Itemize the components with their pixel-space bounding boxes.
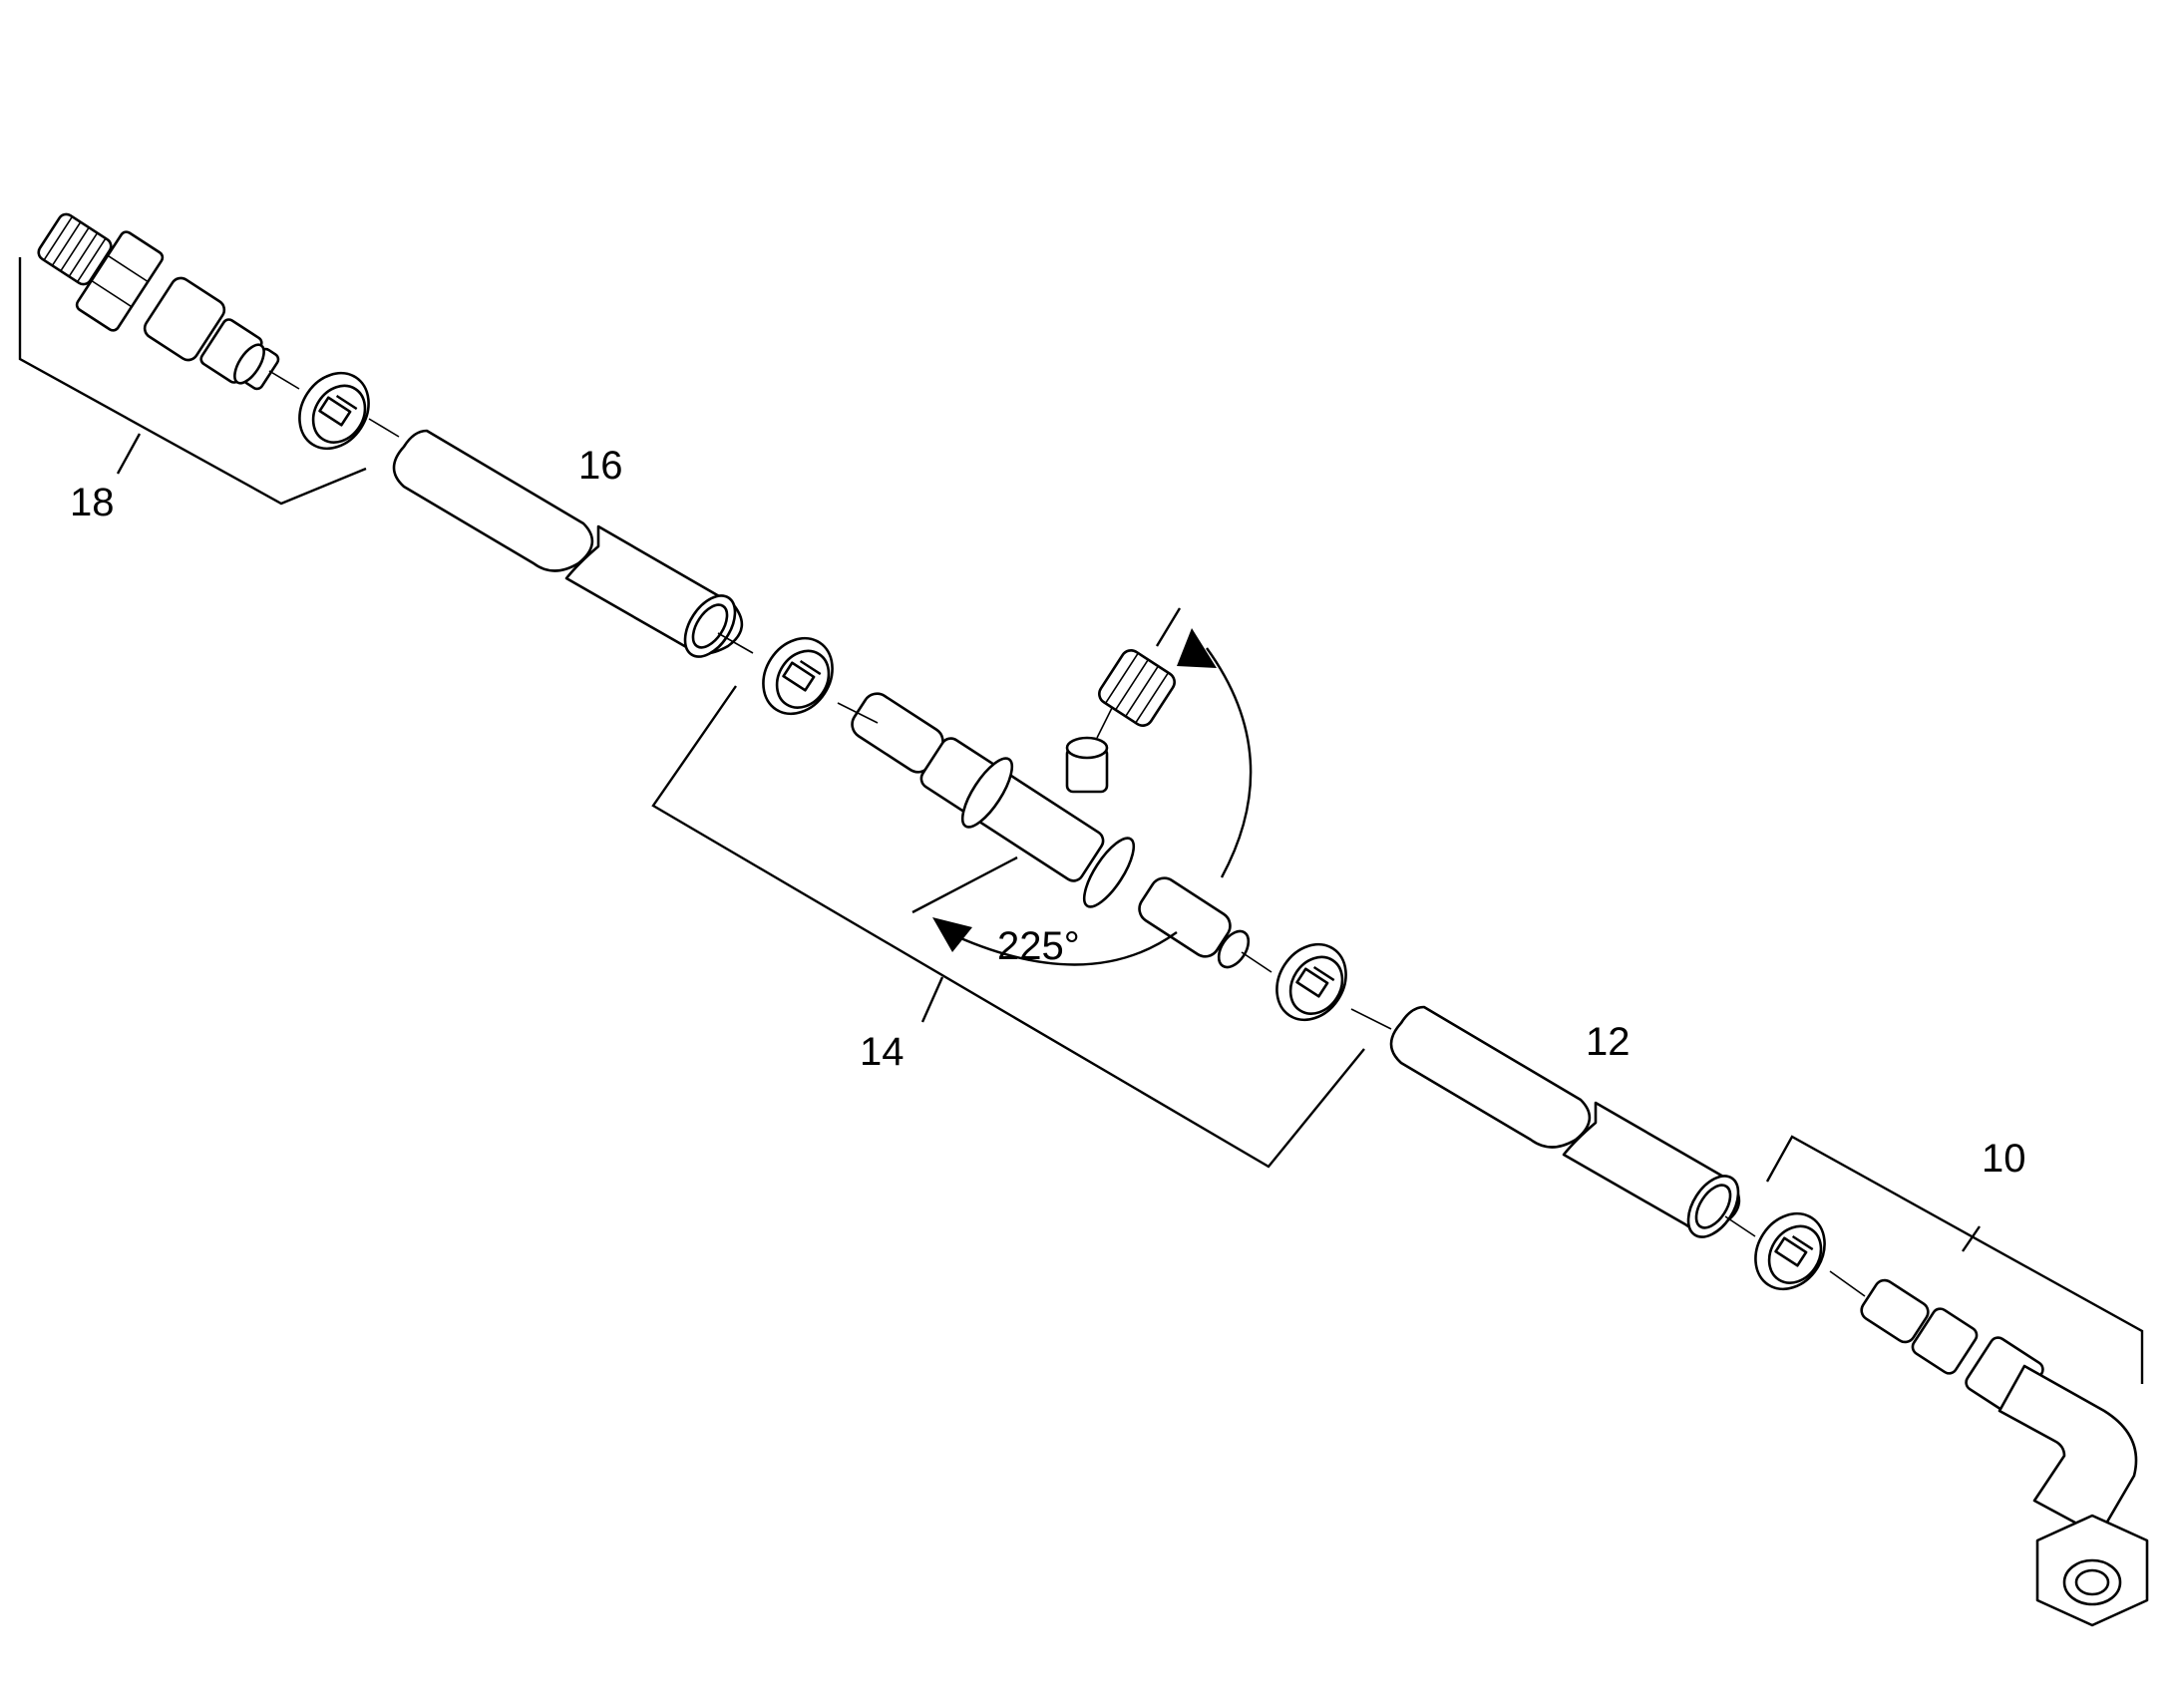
callout-18: 18 — [70, 481, 115, 524]
angle-label: 225° — [997, 924, 1080, 968]
centre-line — [268, 370, 1866, 1297]
callout-12: 12 — [1586, 1020, 1631, 1064]
part-18-threaded-fitting — [37, 212, 280, 391]
part-14-tee-fitting — [851, 692, 1251, 969]
callout-10: 10 — [1982, 1137, 2026, 1181]
dust-cap — [1098, 649, 1176, 727]
hose-clamp-18 — [298, 371, 370, 451]
part-10-elbow-fitting — [1860, 1278, 2149, 1627]
leader-lines — [18, 257, 2144, 1384]
hose-clamp-16 — [762, 636, 834, 716]
callout-16: 16 — [578, 444, 623, 488]
hose-12 — [1389, 1005, 1741, 1238]
hose-clamp-12 — [1275, 942, 1347, 1022]
callout-14: 14 — [860, 1030, 905, 1074]
hose-clamp-10 — [1754, 1211, 1826, 1291]
hose-16 — [392, 429, 744, 658]
rotation-indicator — [911, 607, 1253, 966]
